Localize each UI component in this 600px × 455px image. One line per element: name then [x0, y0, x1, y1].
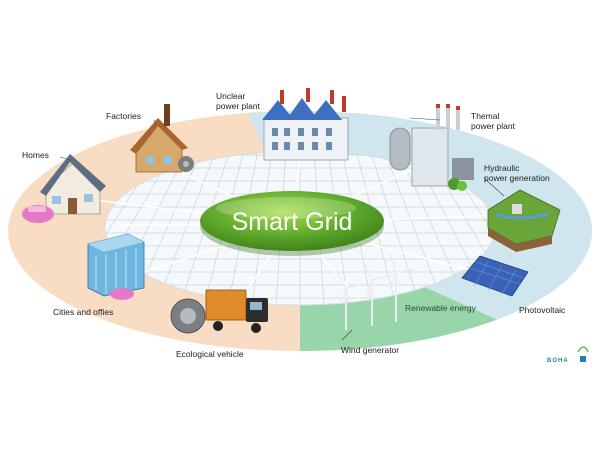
node-label-homes: Homes — [22, 150, 49, 160]
node-label-ecological-vehicle: Ecological vehicle — [176, 349, 244, 359]
node-label-cities-offices: Cities and offies — [53, 307, 114, 317]
thermal-plant-icon — [389, 104, 474, 191]
node-label-renewable-energy: Renewable energy — [405, 303, 476, 313]
boha-logo-icon — [577, 346, 589, 362]
ecological-vehicle-icon — [170, 289, 268, 334]
center-label: Smart Grid — [232, 208, 353, 236]
leader-lines — [59, 117, 505, 341]
photovoltaic-icon — [461, 255, 529, 297]
node-label-photovoltaic: Photovoltaic — [519, 305, 566, 315]
hydraulic-icon — [487, 189, 561, 252]
node-label-wind-generator: Wind generator — [341, 345, 400, 355]
node-label-factories: Factories — [106, 111, 141, 121]
nuclear-plant-icon — [262, 88, 349, 161]
homes-icon — [22, 154, 106, 223]
boha-logo-text: BOHA — [547, 358, 569, 364]
center-pill — [200, 191, 384, 251]
wind-generator-icon — [335, 253, 413, 330]
cities-offices-icon — [87, 233, 145, 300]
center-node: Smart Grid — [200, 191, 384, 256]
center-highlight — [216, 197, 356, 219]
factories-icon — [130, 104, 194, 173]
